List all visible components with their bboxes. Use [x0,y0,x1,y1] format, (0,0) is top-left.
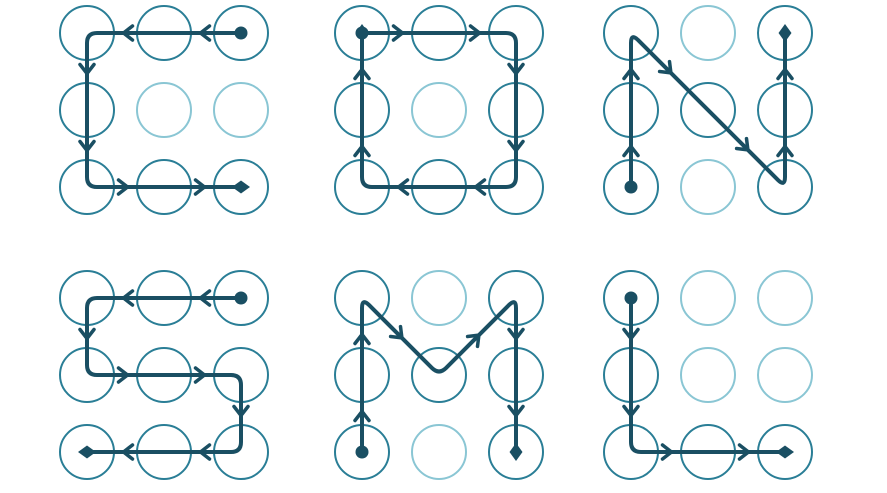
direction-arrow-icon [121,443,135,461]
direction-arrow-icon [121,289,135,307]
direction-arrow-icon [391,24,405,42]
pattern-n [603,5,813,215]
pattern-path [359,300,518,454]
pattern-start-dot [234,26,248,40]
direction-arrow-icon [198,289,212,307]
pattern-end-diamond [509,443,523,461]
pattern-dot-inactive [411,270,467,326]
direction-arrow-icon [776,144,794,158]
direction-arrow-icon [660,443,674,461]
direction-arrow-icon [396,178,410,196]
pattern-dot-inactive [680,347,736,403]
pattern-dot-inactive [213,82,269,138]
pattern-dot-active [411,347,467,403]
direction-arrow-icon [232,404,250,418]
direction-arrow-icon [353,332,371,346]
pattern-dot-active [680,82,736,138]
direction-arrow-icon [193,366,207,384]
pattern-end-diamond [232,180,250,194]
direction-arrow-icon [737,443,751,461]
pattern-path [629,31,787,189]
direction-arrow-icon [507,404,525,418]
direction-arrow-icon [78,139,96,153]
pattern-m [334,270,544,480]
pattern-c [59,5,269,215]
direction-arrow-icon [353,144,371,158]
direction-arrow-icon [622,67,640,81]
pattern-dot-inactive [757,347,813,403]
pattern-end-diamond [776,445,794,459]
direction-arrow-icon [465,333,481,349]
direction-arrow-icon [776,67,794,81]
pattern-dot-inactive [680,270,736,326]
pattern-path [85,295,243,454]
direction-arrow-icon [116,178,130,196]
pattern-dot-inactive [680,5,736,61]
pattern-end-diamond [355,24,369,42]
pattern-path [359,31,518,190]
direction-arrow-icon [193,178,207,196]
direction-arrow-icon [198,443,212,461]
direction-arrow-icon [507,62,525,76]
pattern-path [85,31,243,190]
pattern-dot-inactive [680,159,736,215]
pattern-l [603,270,813,480]
pattern-start-dot [355,445,369,459]
pattern-dot-inactive [757,270,813,326]
direction-arrow-icon [507,327,525,341]
direction-arrow-icon [353,67,371,81]
direction-arrow-icon [622,327,640,341]
direction-arrow-icon [388,324,404,340]
direction-arrow-icon [622,144,640,158]
direction-arrow-icon [78,327,96,341]
direction-arrow-icon [657,59,673,75]
direction-arrow-icon [353,409,371,423]
pattern-dot-inactive [136,82,192,138]
pattern-end-diamond [78,445,96,459]
direction-arrow-icon [622,404,640,418]
direction-arrow-icon [734,136,750,152]
direction-arrow-icon [507,139,525,153]
pattern-dot-inactive [411,424,467,480]
pattern-dot-inactive [411,82,467,138]
pattern-start-dot [624,180,638,194]
pattern-s [59,270,269,480]
direction-arrow-icon [198,24,212,42]
direction-arrow-icon [121,24,135,42]
pattern-o [334,5,544,215]
direction-arrow-icon [468,24,482,42]
direction-arrow-icon [78,62,96,76]
pattern-start-dot [234,291,248,305]
direction-arrow-icon [116,366,130,384]
pattern-path [629,296,787,454]
pattern-end-diamond [778,24,792,42]
direction-arrow-icon [473,178,487,196]
pattern-start-dot [624,291,638,305]
